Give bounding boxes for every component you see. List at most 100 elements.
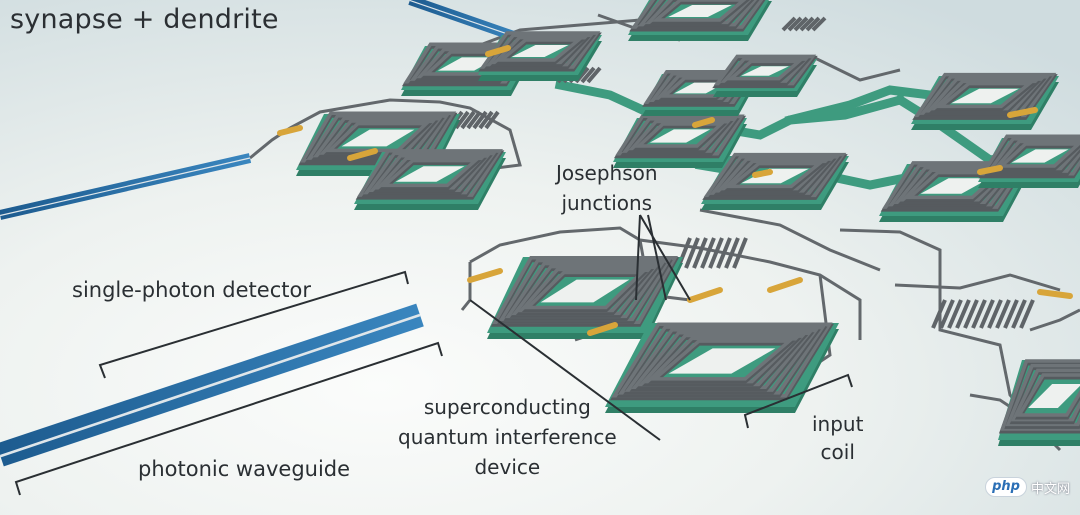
wire-12 xyxy=(699,208,881,272)
label-input-coil-line2: coil xyxy=(820,440,855,464)
meander-bar xyxy=(580,66,596,84)
coil-turn xyxy=(617,325,827,395)
coil-turn xyxy=(1005,363,1080,427)
coil-center xyxy=(395,166,465,182)
jj-pointer-3 xyxy=(639,214,691,301)
wire-11 xyxy=(1029,308,1080,332)
meander-2 xyxy=(931,299,1035,329)
coil-turn xyxy=(703,152,847,198)
coil-turn xyxy=(709,155,841,195)
coil-turn xyxy=(380,158,480,188)
coil-turn xyxy=(720,57,810,83)
squid-chips xyxy=(296,0,1080,446)
meander-bar xyxy=(684,237,700,269)
gold-segments xyxy=(277,45,1073,336)
coil-turn xyxy=(523,270,647,310)
gold-segment-2 xyxy=(687,287,723,303)
waveguide-left-core xyxy=(0,157,251,217)
wire-7 xyxy=(479,18,641,47)
coil-turn xyxy=(726,59,804,81)
coil-turn xyxy=(644,0,752,25)
coil-turn xyxy=(615,114,745,156)
jj-pointer-1 xyxy=(635,214,641,301)
coil-turn xyxy=(935,81,1035,109)
coil-center xyxy=(1011,149,1069,163)
label-photonic-waveguide: photonic waveguide xyxy=(138,457,351,481)
coil-turn xyxy=(882,161,1028,209)
coil-turn xyxy=(991,139,1080,171)
label-josephson-line1: Josephson xyxy=(556,161,658,185)
gold-segment-3 xyxy=(767,277,803,293)
coil-center xyxy=(540,279,630,303)
coil-turn xyxy=(611,322,833,398)
meander-bar xyxy=(799,16,815,32)
meander-bar xyxy=(454,110,470,130)
coil-turn xyxy=(357,149,503,197)
coil-turn xyxy=(630,0,764,29)
coil-turn xyxy=(985,137,1080,173)
coil-turn xyxy=(637,333,807,387)
coil-turn xyxy=(715,157,835,193)
meander-bar xyxy=(955,299,971,329)
coil-turn xyxy=(887,163,1023,207)
input-coil-chip xyxy=(605,322,839,413)
coil-turn xyxy=(504,261,666,319)
meander-bar xyxy=(724,237,740,269)
label-josephson-line2: junctions xyxy=(561,191,653,215)
meander-bar xyxy=(787,16,803,32)
meander-5 xyxy=(781,16,827,32)
chip-mid-3 xyxy=(701,152,849,210)
chip-bottom-right xyxy=(998,359,1080,446)
meander-bar xyxy=(692,237,708,269)
wire-9 xyxy=(894,273,1061,292)
bracket-photonic-waveguide xyxy=(14,341,443,496)
meander-bar xyxy=(805,16,821,32)
coil-turn xyxy=(979,134,1080,176)
gold-segment-7 xyxy=(1037,289,1073,299)
label-squid: superconducting quantum interference dev… xyxy=(398,392,617,482)
coil-turn xyxy=(925,77,1045,113)
coil-turn xyxy=(368,154,492,192)
meander-bar xyxy=(478,110,494,130)
green-trace-3 xyxy=(784,85,936,126)
coil-turn xyxy=(893,166,1017,204)
label-input-coil-line1: input xyxy=(812,412,864,436)
meander-bar xyxy=(1011,299,1027,329)
coil-turn xyxy=(630,330,814,390)
label-josephson-junctions: Josephson junctions xyxy=(556,158,658,218)
coil-center xyxy=(437,57,499,71)
meander-bar xyxy=(979,299,995,329)
squid-chip-main xyxy=(487,255,683,339)
coil-turn xyxy=(637,0,758,27)
label-squid-line2: quantum interference xyxy=(398,425,617,449)
coil-turn xyxy=(651,0,747,22)
meander-bar xyxy=(732,237,748,269)
coil-turn xyxy=(930,79,1040,111)
coil-turn xyxy=(374,156,486,190)
coil-turn xyxy=(491,35,589,65)
gold-segment-11 xyxy=(752,169,773,178)
gold-segment-10 xyxy=(977,165,1003,175)
meander-bar xyxy=(971,299,987,329)
bracket-squid xyxy=(469,299,661,441)
coil-turn xyxy=(725,161,825,189)
meander-bar xyxy=(931,299,947,329)
label-squid-line1: superconducting xyxy=(423,395,591,419)
coil-turn xyxy=(1000,359,1080,431)
coil-turn xyxy=(496,38,584,62)
coil-turn xyxy=(713,54,817,86)
gold-segment-0 xyxy=(467,268,503,283)
meander-bar xyxy=(708,237,724,269)
waveguides xyxy=(0,0,527,467)
bracket-single-photon-detector xyxy=(98,270,409,379)
coil-turn xyxy=(913,72,1057,118)
meander-bar xyxy=(781,16,797,32)
coil-center xyxy=(668,5,732,17)
waveguide-top xyxy=(408,0,527,45)
wire-8 xyxy=(839,228,1042,431)
gold-segment-9 xyxy=(692,117,715,128)
coil-center xyxy=(741,168,809,184)
chip-top-3 xyxy=(628,0,772,41)
meander-1 xyxy=(676,237,748,269)
